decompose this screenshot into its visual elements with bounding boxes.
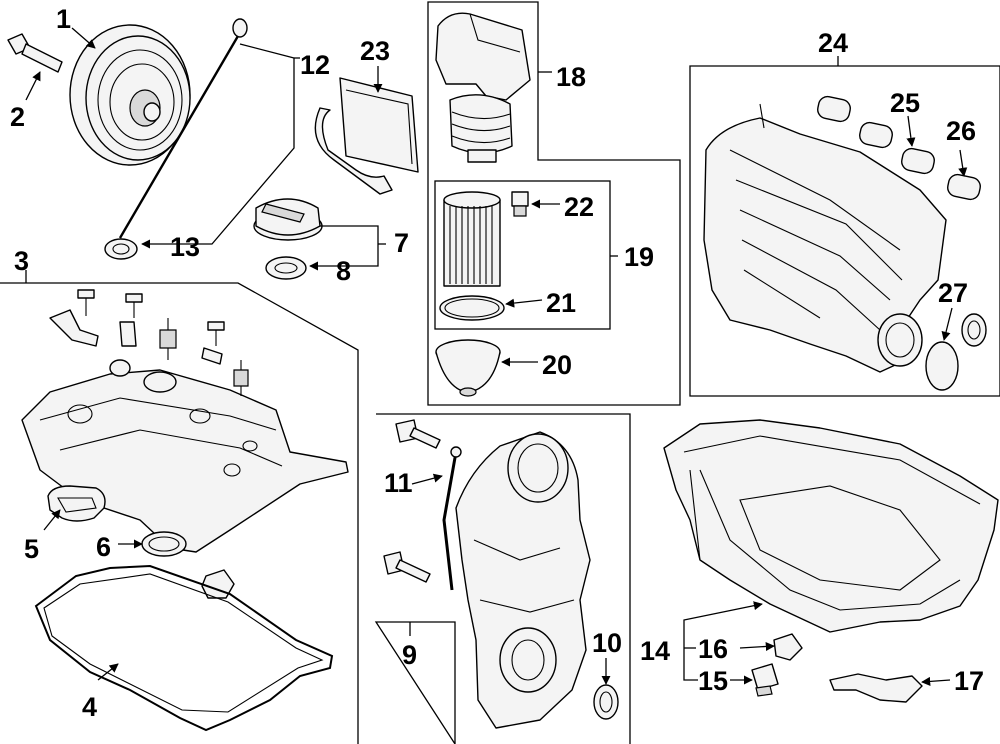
cover-seal-5-part	[47, 485, 106, 522]
intake-gasket-4-part	[947, 173, 981, 201]
throttle-gasket-part	[925, 313, 987, 391]
callout-8: 8	[336, 256, 351, 286]
callout-22: 22	[564, 192, 594, 222]
intake-gasket-1-part	[817, 95, 851, 123]
cover-nut-part	[201, 569, 235, 599]
callout-12: 12	[300, 50, 330, 80]
callout-23: 23	[360, 36, 390, 66]
callout-17: 17	[954, 666, 984, 696]
valve-cover-gasket-part	[34, 564, 334, 732]
oil-strainer-17-part	[829, 673, 923, 703]
cover-bolt-2-part	[125, 293, 143, 318]
timing-guide-part	[442, 446, 462, 591]
timing-cover-part	[455, 431, 591, 729]
callout-26: 26	[946, 116, 976, 146]
oil-filter-housing-part	[435, 12, 531, 163]
callout-9: 9	[402, 640, 417, 670]
callout-10: 10	[592, 628, 622, 658]
oil-filter-element-part	[443, 191, 501, 287]
cover-bracket-part	[49, 309, 99, 347]
callout-15: 15	[698, 666, 728, 696]
timing-stud-part	[383, 551, 431, 583]
callout-11: 11	[384, 468, 413, 498]
oil-cap-seal-part	[265, 256, 307, 280]
callout-3: 3	[14, 246, 29, 276]
callout-7: 7	[394, 228, 409, 258]
intake-manifold-group-box	[689, 65, 1000, 397]
callout-1: 1	[56, 4, 71, 34]
bolt-part	[7, 33, 63, 73]
callout-24: 24	[818, 28, 848, 58]
cover-bracket-2-part	[119, 321, 137, 347]
intake-manifold-part	[703, 103, 947, 373]
intake-gasket-3-part	[901, 147, 935, 175]
callout-6: 6	[96, 532, 111, 562]
callout-4: 4	[82, 692, 97, 722]
cover-seal-6-part	[141, 531, 187, 557]
oil-pan-part	[663, 419, 999, 633]
timing-bolt-part	[395, 419, 441, 449]
callout-16: 16	[698, 634, 728, 664]
filter-element-box	[434, 180, 611, 330]
callout-5: 5	[24, 534, 39, 564]
callout-20: 20	[542, 350, 572, 380]
dipstick-part	[118, 18, 248, 239]
callout-27: 27	[938, 278, 968, 308]
drain-washer-16-part	[773, 633, 803, 661]
valve-cover-part	[21, 359, 349, 553]
cover-bracket-3-part	[201, 347, 223, 365]
drain-plug-part	[511, 191, 529, 217]
cover-bolt-3-part	[207, 321, 225, 346]
callout-14: 14	[640, 636, 670, 666]
cover-sensor-part	[233, 360, 249, 396]
timing-seal-part	[593, 684, 619, 720]
timing-cover-group-box	[374, 413, 631, 744]
callout-2: 2	[10, 102, 25, 132]
oil-filter-cap-part	[435, 339, 501, 397]
cover-bolt-1-part	[77, 289, 95, 316]
oil-cooler-part	[314, 77, 419, 195]
cover-stud-part	[159, 318, 177, 360]
callout-19: 19	[624, 242, 654, 272]
callout-labels: 1 2 3 4 5 6 7 8 9 10 11 12 13 14 15 16 1…	[10, 4, 984, 722]
crank-pulley-part	[69, 24, 191, 166]
callout-18: 18	[556, 62, 586, 92]
drain-plug-15-part	[751, 663, 779, 697]
oil-cap-part	[253, 198, 323, 241]
oil-filter-group-box	[427, 1, 681, 406]
callout-13: 13	[170, 232, 200, 262]
leader-lines	[25, 27, 968, 686]
callout-21: 21	[546, 288, 576, 318]
callout-25: 25	[890, 88, 920, 118]
dipstick-seal-part	[104, 238, 138, 260]
cover-group-box	[0, 282, 359, 744]
filter-oring-part	[439, 295, 505, 321]
intake-gasket-2-part	[859, 121, 893, 149]
